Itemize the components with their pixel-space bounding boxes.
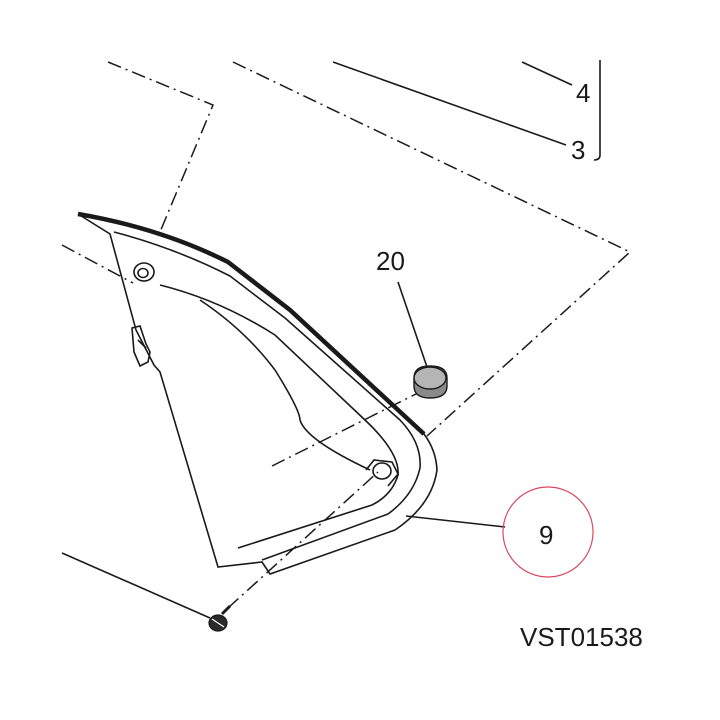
highlight-circle bbox=[502, 486, 594, 578]
upper-fastener-hole bbox=[133, 262, 155, 282]
dashdot-line-upper-fastener bbox=[61, 244, 134, 284]
callout-4: 4 bbox=[576, 78, 590, 108]
leader-line-20 bbox=[397, 281, 429, 371]
leader-lines bbox=[61, 60, 601, 619]
callout-9: 9 bbox=[539, 520, 553, 550]
dashdot-line-screw bbox=[227, 471, 379, 609]
trim-panel-inner-edge bbox=[113, 231, 421, 561]
callout-3: 3 bbox=[571, 135, 585, 165]
dashdot-line-left bbox=[107, 61, 214, 233]
trim-panel-surface-line bbox=[199, 299, 371, 471]
leader-line-screw bbox=[61, 552, 211, 619]
screw-icon bbox=[208, 604, 232, 632]
bracket-3-4 bbox=[593, 60, 601, 161]
leader-line-9 bbox=[405, 515, 506, 528]
reference-code: VST01538 bbox=[520, 622, 643, 652]
construction-lines bbox=[61, 61, 632, 609]
leader-line-4 bbox=[521, 61, 573, 86]
screw-shank bbox=[220, 604, 232, 616]
lower-fastener-hole bbox=[372, 462, 392, 480]
trim-panel bbox=[77, 211, 438, 575]
trim-panel-side-clip bbox=[131, 325, 151, 368]
trim-panel-inner-contour bbox=[159, 284, 399, 549]
plug-part-20 bbox=[413, 365, 448, 399]
plug-cap bbox=[413, 366, 447, 390]
leader-line-3 bbox=[332, 61, 567, 146]
side-clip-detail bbox=[137, 339, 147, 349]
trim-panel-top-rim bbox=[77, 211, 426, 436]
dashdot-line-plug bbox=[271, 391, 421, 467]
screw-slot bbox=[211, 618, 225, 628]
upper-fastener-hole-inner bbox=[137, 267, 149, 279]
callout-20: 20 bbox=[376, 246, 405, 276]
lower-fastener-boss bbox=[365, 459, 399, 487]
